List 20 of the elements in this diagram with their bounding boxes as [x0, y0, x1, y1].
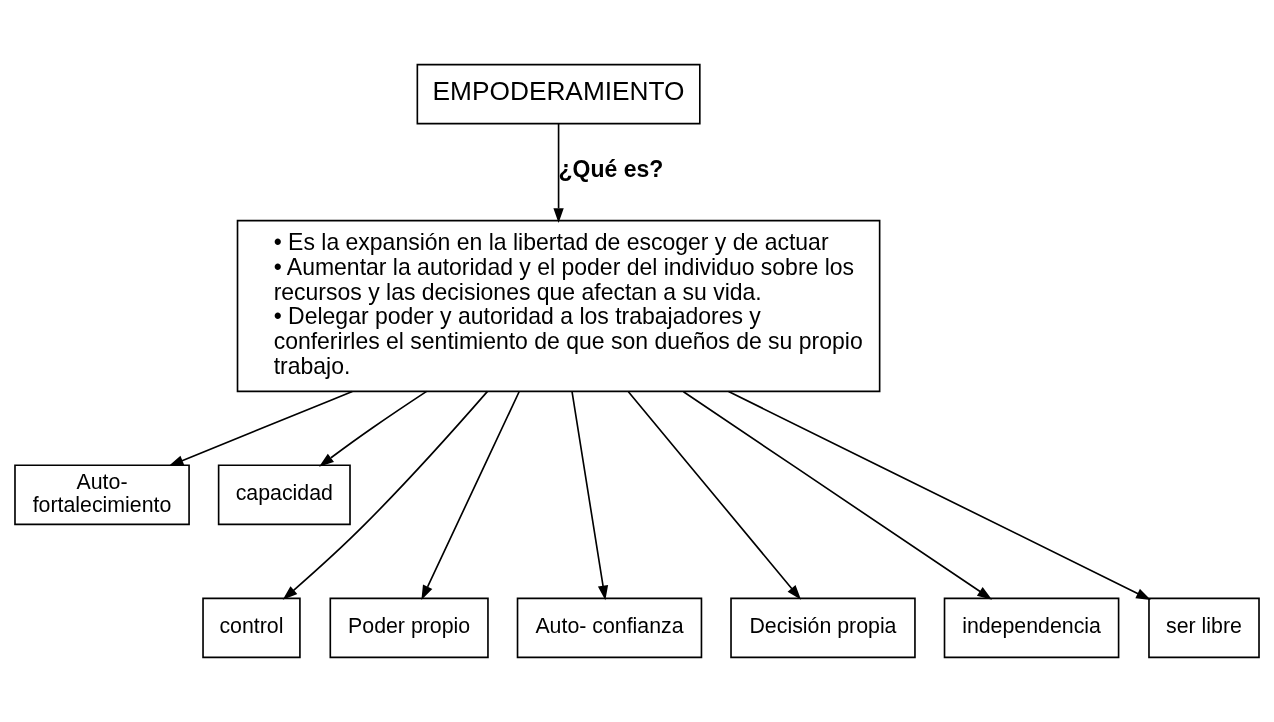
- arrow: [627, 390, 802, 600]
- arrow: [571, 390, 609, 601]
- node-box: ser libre: [1148, 597, 1260, 659]
- arrow: [682, 390, 993, 600]
- node-box: Decisión propia: [730, 597, 916, 659]
- node-box: capacidad: [217, 464, 351, 526]
- arrow: [727, 390, 1151, 601]
- node-box: Poder propio: [329, 597, 489, 659]
- node-box: Auto- confianza: [516, 597, 703, 659]
- node-box: control: [202, 597, 301, 659]
- arrow: [421, 390, 520, 601]
- arrow: [553, 123, 564, 223]
- node-box: independencia: [943, 597, 1120, 659]
- node-box: • Es la expansión en la libertad de escoger y de actuar • Aumentar la autoridad y el poder del individuo sobre los recursos y las decisiones que afectan a su vida. • Delegar poder y autoridad a los trabajadores y conferirles el sentimiento de que son dueños de su propio trabajo.: [236, 219, 881, 393]
- arrow: [282, 390, 489, 600]
- edge-label: ¿Qué es?: [558, 155, 664, 182]
- arrow: [319, 390, 428, 467]
- arrow: [168, 390, 354, 467]
- node-box: Auto- fortalecimiento: [14, 464, 190, 526]
- node-box: EMPODERAMIENTO: [416, 63, 701, 125]
